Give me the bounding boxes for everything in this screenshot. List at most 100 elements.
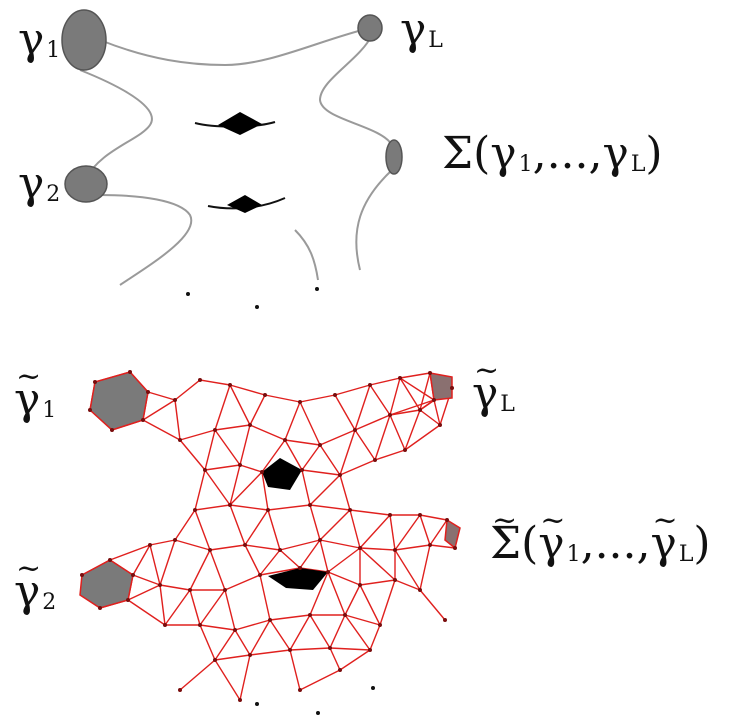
mesh-edge [209,544,246,551]
mesh-edge [354,384,371,431]
mesh-vertex [110,428,114,432]
mesh-edge [359,584,381,626]
mesh-edge [199,589,226,626]
mesh-edge [344,584,361,616]
mesh-edge [174,399,181,441]
mesh-vertex [98,606,102,610]
mesh-boundary-gammaL [429,372,453,401]
mesh-edge [309,614,331,649]
mesh-edge [389,377,401,416]
mesh-edge [319,539,329,573]
mesh-edge [224,589,236,631]
mesh-vertex [213,658,217,662]
mesh-edge [249,424,286,441]
mesh-edge [214,629,236,661]
mesh-vertex [388,513,392,517]
mesh-vertex [450,386,454,390]
boundary-disk-gammaL [357,14,383,42]
top-ellipsis-dots [186,287,319,309]
mesh-edge [261,471,269,511]
mesh-vertex [203,468,207,472]
mesh-edge [224,574,261,591]
mesh-edge [309,504,321,541]
mesh-edge [309,571,329,616]
mesh-edge [404,409,421,451]
mesh-vertex [198,378,202,382]
mesh-edge [229,471,263,506]
mesh-vertex [193,508,197,512]
mesh-edge [394,544,431,551]
mesh-vertex [266,508,270,512]
mesh-vertex [248,653,252,657]
mesh-edge [319,539,361,549]
mesh-vertex [338,668,342,672]
mesh-edge [339,474,351,511]
label-surface-sigma: Σ(γ1,...,γL) [442,128,663,179]
mesh-edge [349,509,391,516]
mesh-edge [339,459,376,476]
mesh-vertex [338,473,342,477]
label-gammaL: γL [400,4,443,55]
mesh-vertex [173,538,177,542]
mesh-edge [379,579,396,626]
mesh-edge [234,619,271,631]
mesh-edge [279,539,321,551]
mesh-vertex [248,423,252,427]
boundary-disk-gamma1 [61,9,107,71]
mesh-vertex [300,468,304,472]
mesh-edge [174,379,201,401]
mesh-vertex [158,583,162,587]
surface-edge-top [99,27,371,67]
mesh-vertex [88,408,92,412]
mesh-handle-upper [262,458,302,490]
mesh-edge [399,377,421,411]
mesh-edge [267,509,281,551]
mesh-vertex [418,513,422,517]
mesh-edge [249,649,291,656]
mesh-vertex [318,443,322,447]
mesh-edge [419,514,448,521]
mesh-edge [249,394,266,426]
mesh-boundary-gamma2 [79,559,134,609]
mesh-edge [349,509,361,549]
mesh-vertex [398,376,402,380]
mesh-edge [249,619,271,656]
mesh-edge [344,614,381,626]
mesh-vertex [403,448,407,452]
mesh-edge [399,377,435,401]
mesh-edge [229,504,246,546]
mesh-edge [264,394,301,403]
mesh-vertex [418,588,422,592]
mesh-edge [299,394,336,403]
mesh-edge [214,429,241,466]
mesh-edge [389,409,421,416]
mesh-edge [269,619,291,651]
mesh-edge [132,544,151,576]
mesh-edge [329,647,371,651]
mesh-vertex [263,393,267,397]
mesh-edge [369,624,381,651]
mesh-edge [299,401,321,446]
mesh-edge [429,544,456,549]
mesh-edge [289,647,331,651]
surface-edge-right-upper [318,34,393,146]
mesh-vertex [378,623,382,627]
mesh-vertex [163,623,167,627]
mesh-edge [334,394,356,431]
mesh-vertex [298,688,302,692]
mesh-vertex [126,598,130,602]
mesh-edge [334,384,371,396]
mesh-edge [244,544,281,551]
mesh-vertex [373,458,377,462]
surface-edge-right-lower [355,169,393,271]
mesh-edge [204,464,241,471]
mesh-vertex [393,548,397,552]
surface-edge-left-upper [79,69,153,181]
mesh-edge [259,549,281,576]
mesh-vertex [308,503,312,507]
mesh-edge [189,549,211,591]
mesh-edge [159,584,191,591]
mesh-vertex [368,383,372,387]
mesh-edge [229,504,269,511]
